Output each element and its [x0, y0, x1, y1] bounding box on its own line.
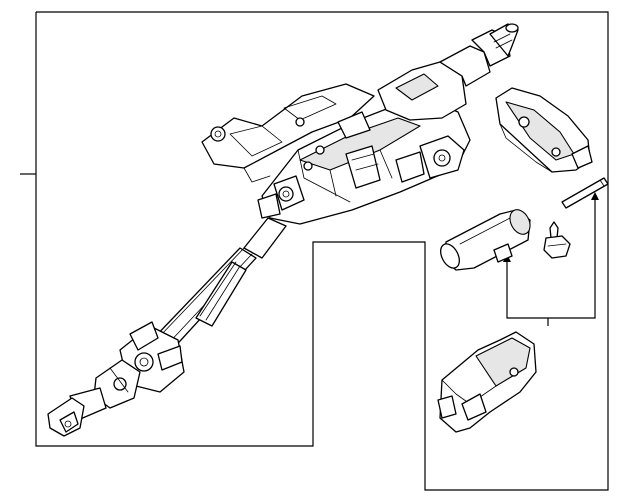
intermediate-shaft [151, 217, 287, 353]
column-callout-bracket [20, 11, 609, 491]
upper-housing [345, 61, 467, 189]
steering-column-assembly [47, 23, 519, 437]
lower-cover [437, 331, 537, 433]
upper-column-shroud [495, 87, 593, 173]
lower-yoke [47, 387, 107, 437]
retaining-pin [561, 177, 609, 209]
adjustment-motor [440, 209, 531, 271]
mounting-bolt [543, 221, 571, 259]
upper-shaft-spline [439, 23, 519, 87]
universal-joint [93, 321, 185, 409]
mounting-bracket [201, 83, 375, 183]
